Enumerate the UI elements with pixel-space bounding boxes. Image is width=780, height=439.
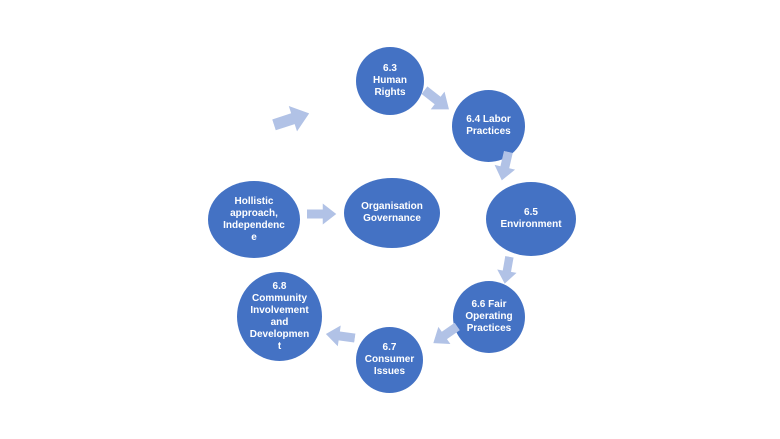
node-label: 6.6 Fair Operating Practices: [465, 299, 513, 334]
node-organisation-governance: Organisation Governance: [344, 178, 440, 248]
node-community-involvement: 6.8 Community Involvement and Developmen…: [237, 272, 322, 361]
arrow-consumer-to-community-icon: [325, 325, 356, 347]
arrow-shape: [272, 106, 310, 132]
node-holistic-approach: Hollistic approach, Independenc e: [208, 181, 300, 258]
arrow-shape: [433, 322, 460, 345]
node-label: 6.8 Community Involvement and Developmen…: [249, 280, 310, 352]
arrow-labor-to-environment-icon: [494, 150, 516, 181]
arrow-human-rights-to-labor-icon: [421, 86, 449, 110]
node-label: Organisation Governance: [361, 201, 423, 224]
node-fair-operating-practices: 6.6 Fair Operating Practices: [453, 281, 525, 353]
node-consumer-issues: 6.7 Consumer Issues: [356, 327, 423, 393]
node-label: 6.4 Labor Practices: [466, 114, 511, 137]
node-label: 6.7 Consumer Issues: [364, 342, 415, 377]
node-label: 6.5 Environment: [500, 207, 562, 230]
arrow-fair-to-consumer-icon: [433, 322, 460, 345]
node-labor-practices: 6.4 Labor Practices: [452, 90, 525, 162]
arrow-environment-to-fair-icon: [497, 255, 517, 284]
arrow-shape: [497, 255, 517, 284]
node-human-rights: 6.3 Human Rights: [356, 47, 424, 115]
arrow-shape: [307, 203, 337, 225]
arrow-shape: [421, 86, 449, 110]
arrow-holistic-to-governance-icon: [307, 203, 337, 225]
node-environment: 6.5 Environment: [486, 182, 576, 256]
node-label: Hollistic approach, Independenc e: [223, 195, 285, 243]
node-label: 6.3 Human Rights: [373, 63, 407, 98]
arrow-shape: [494, 150, 516, 181]
arrow-shape: [325, 325, 356, 347]
entry-arrow-icon: [272, 106, 310, 132]
